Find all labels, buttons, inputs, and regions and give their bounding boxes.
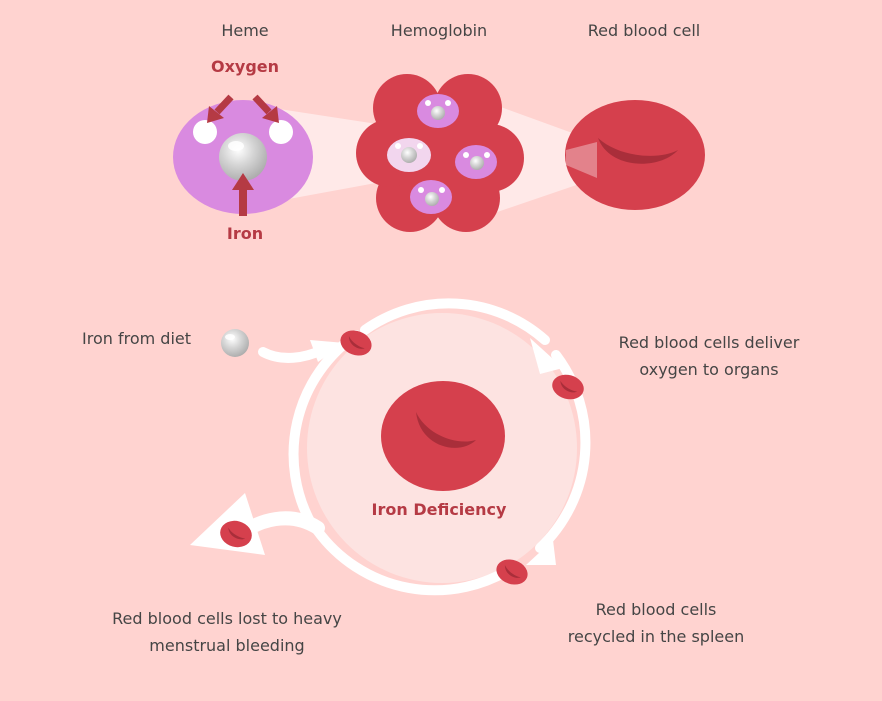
red-blood-cell-center <box>381 381 505 491</box>
label-heme: Heme <box>195 17 295 44</box>
label-red-blood-cell: Red blood cell <box>564 17 724 44</box>
label-iron-deficiency: Iron Deficiency <box>354 496 524 523</box>
label-lost-line2: menstrual bleeding <box>97 632 357 659</box>
heme-group-left-highlighted <box>387 138 431 172</box>
label-hemoglobin: Hemoglobin <box>369 17 509 44</box>
oxygen-site-left <box>193 120 217 144</box>
label-recycled-line1: Red blood cells <box>546 596 766 623</box>
label-lost-line1: Red blood cells lost to heavy <box>97 605 357 632</box>
heme-group-right <box>455 145 497 179</box>
label-deliver-line2: oxygen to organs <box>599 356 819 383</box>
heme-group-bottom <box>410 180 452 214</box>
label-iron-from-diet: Iron from diet <box>82 325 212 352</box>
label-oxygen: Oxygen <box>195 53 295 80</box>
label-deliver-line1: Red blood cells deliver <box>599 329 819 356</box>
oxygen-site-right <box>269 120 293 144</box>
heme-group-top <box>417 94 459 128</box>
label-iron: Iron <box>195 220 295 247</box>
label-recycled-line2: recycled in the spleen <box>546 623 766 650</box>
iron-from-diet-icon <box>221 329 249 357</box>
diet-arrow <box>263 350 322 358</box>
